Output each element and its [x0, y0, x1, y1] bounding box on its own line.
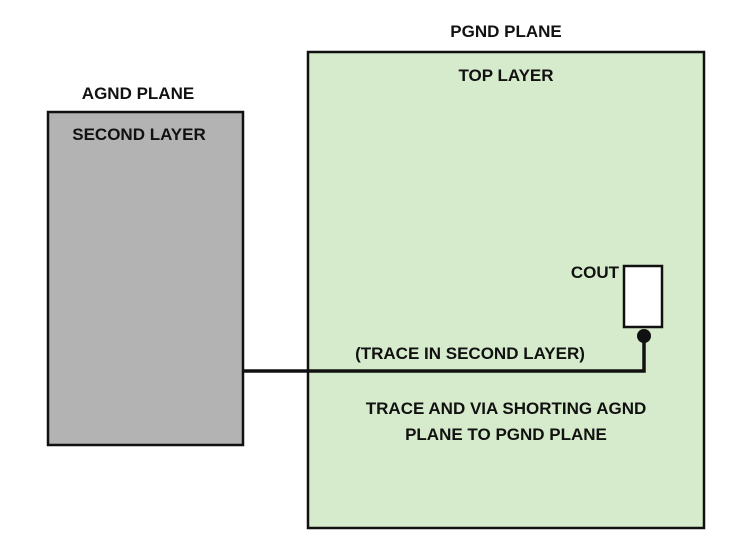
trace-description-line1: TRACE AND VIA SHORTING AGND [366, 399, 647, 418]
agnd-plane [46, 110, 245, 447]
cout-capacitor [622, 264, 664, 329]
via-dot [637, 329, 651, 343]
top-layer-label: TOP LAYER [458, 66, 553, 85]
pgnd-plane-title: PGND PLANE [450, 22, 561, 41]
shorting-trace [243, 336, 646, 373]
cout-label: COUT [571, 263, 620, 282]
agnd-plane-title: AGND PLANE [82, 84, 194, 103]
trace-description-line2: PLANE TO PGND PLANE [405, 425, 607, 444]
trace-layer-label: (TRACE IN SECOND LAYER) [355, 344, 585, 363]
second-layer-label: SECOND LAYER [72, 125, 206, 144]
